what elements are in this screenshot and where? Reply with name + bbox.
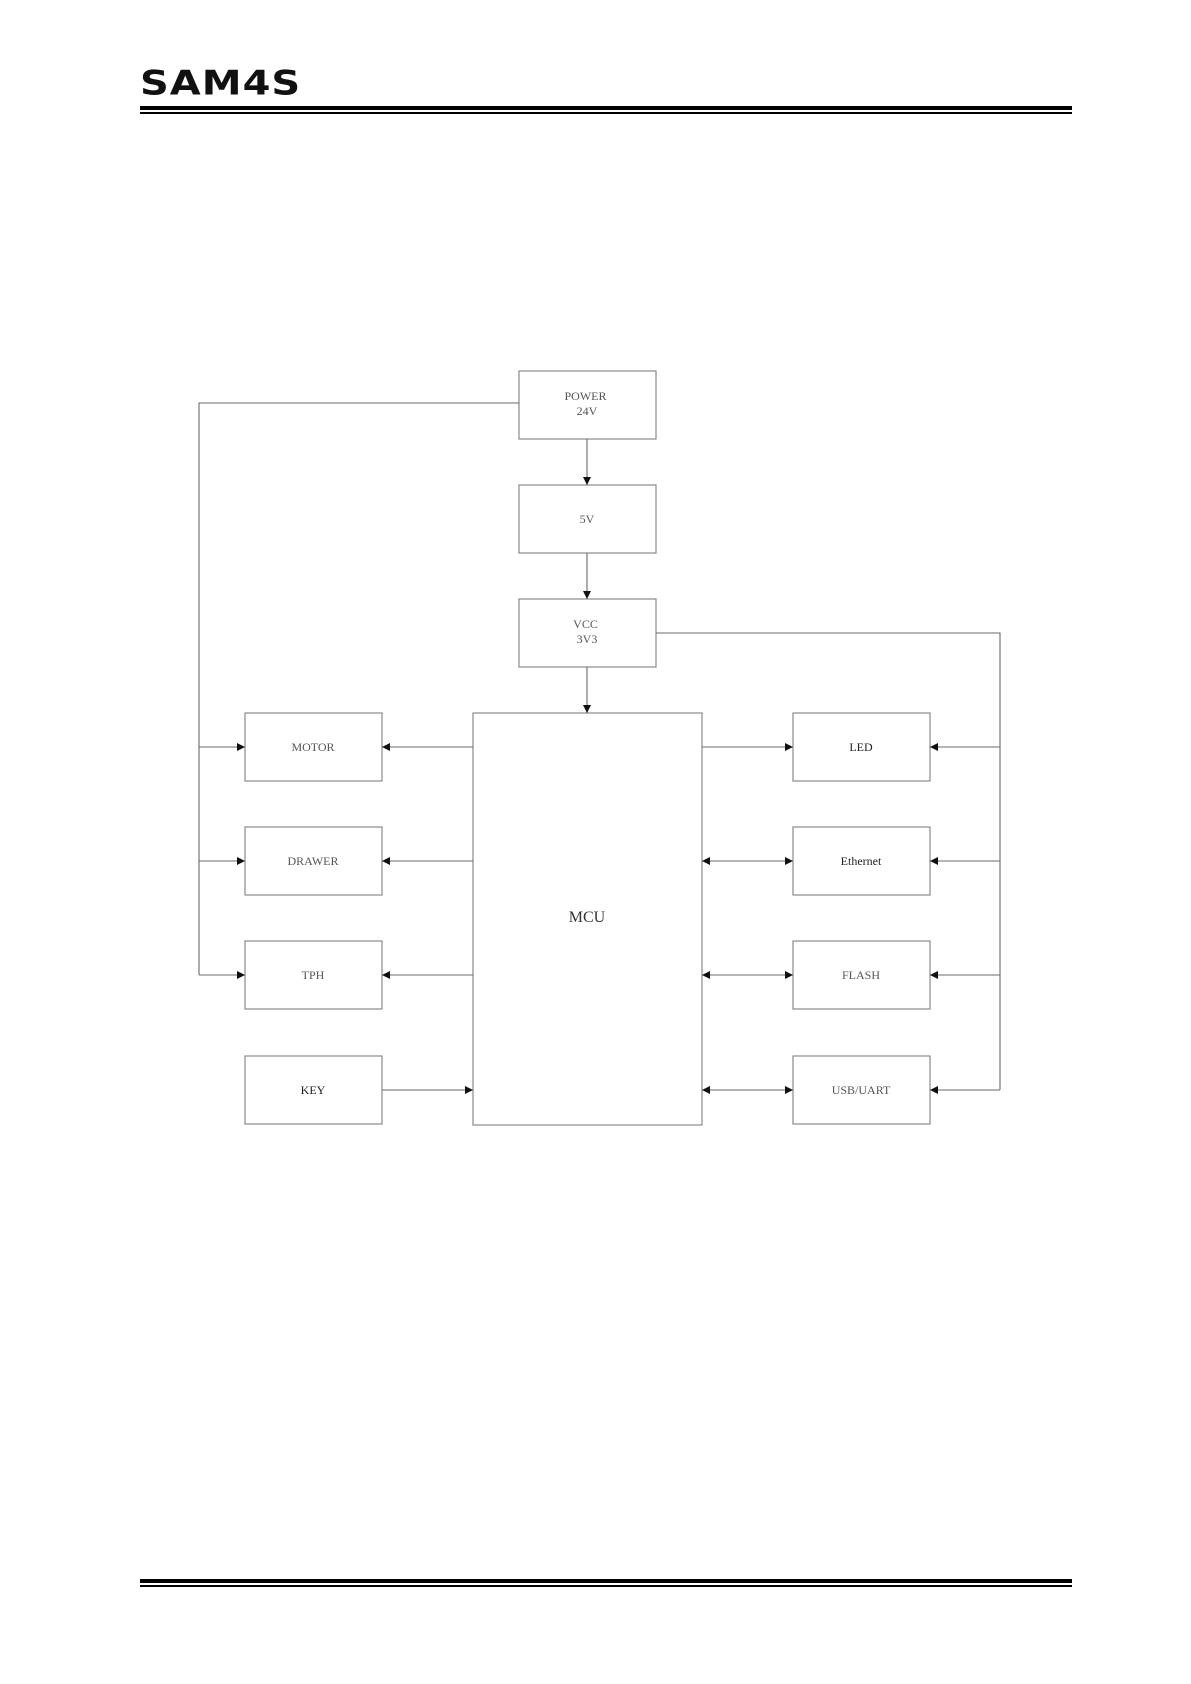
key-label: KEY <box>301 1083 326 1097</box>
drawer-label: DRAWER <box>287 854 338 868</box>
led-label: LED <box>849 740 873 754</box>
flash-label: FLASH <box>842 968 880 982</box>
mcu-label: MCU <box>569 909 606 926</box>
footer-rule-bottom <box>140 1585 1072 1587</box>
motor-label: MOTOR <box>291 740 334 754</box>
usb-uart-label: USB/UART <box>832 1083 891 1097</box>
ethernet-label: Ethernet <box>841 854 882 868</box>
tph-label: TPH <box>302 968 325 982</box>
footer-rule-top <box>140 1579 1072 1583</box>
vcc-label: VCC 3V3 <box>573 617 601 646</box>
5v-label: 5V <box>580 512 595 526</box>
